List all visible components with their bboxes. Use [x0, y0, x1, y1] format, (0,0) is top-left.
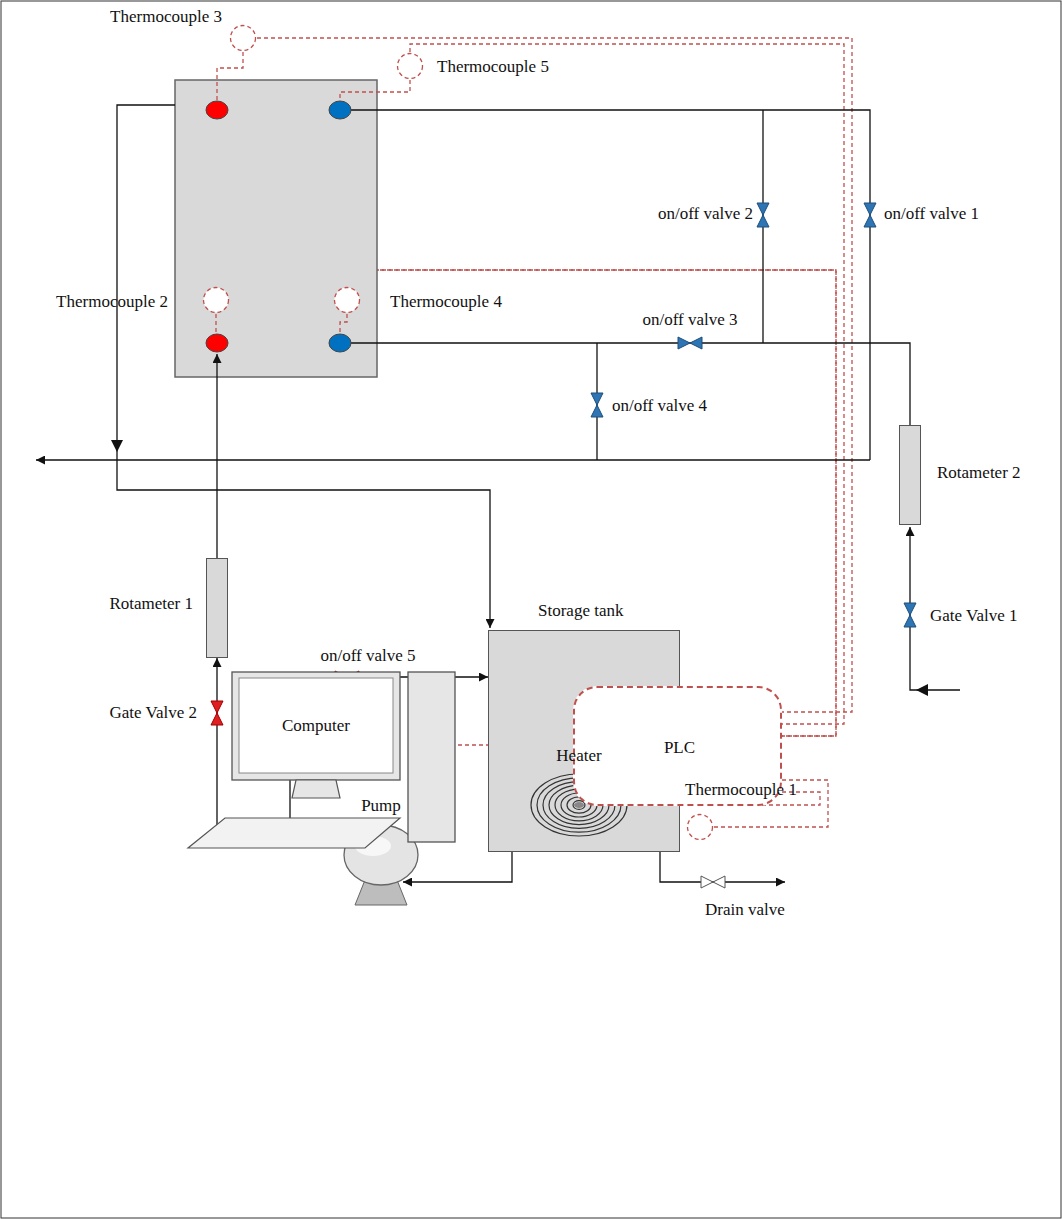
thermocouple: Thermocouple 3 — [229, 24, 257, 52]
node-label: PLC — [575, 688, 784, 808]
part-name: Storage tank — [538, 601, 623, 621]
pipe — [36, 459, 870, 460]
hot-port — [206, 101, 228, 119]
valves — [211, 203, 916, 888]
computer-outline — [230, 668, 458, 853]
valve-symbol — [757, 203, 769, 227]
computer: Computer — [230, 668, 458, 853]
cold-port — [329, 101, 351, 119]
pipe — [216, 354, 217, 558]
flow-arrow — [111, 440, 123, 452]
valve-label: Drain valve — [705, 900, 785, 920]
valve-symbol — [211, 701, 223, 725]
signal-wire — [410, 44, 844, 724]
part-name: Thermocouple 1 — [685, 780, 797, 800]
valve-label: on/off valve 1 — [884, 204, 979, 224]
thermocouple-circle — [688, 815, 713, 840]
valve-symbol — [701, 876, 725, 888]
plc-box: PLC — [573, 686, 782, 806]
thermocouple-outline — [229, 24, 257, 52]
monitor-stand — [292, 780, 340, 798]
part-name: Rotameter 2 — [937, 463, 1021, 483]
pipe-connector — [403, 852, 512, 882]
thermocouple-circle — [204, 288, 229, 313]
part-name: Thermocouple 3 — [110, 7, 222, 27]
thermocouple: Thermocouple 5 — [396, 52, 424, 80]
rotameter: Rotameter 2 — [899, 425, 921, 525]
pipe — [117, 105, 490, 628]
part-name: Heater — [556, 746, 601, 766]
node-label: Computer — [232, 672, 400, 780]
thermocouple: Thermocouple 2 — [202, 286, 230, 314]
thermocouple-circle — [231, 26, 256, 51]
thermocouple: Thermocouple 1 — [686, 813, 714, 841]
part-name: Rotameter 1 — [109, 594, 193, 614]
sensor-lead — [217, 52, 243, 101]
part-name: Thermocouple 5 — [437, 57, 549, 77]
hot-port — [206, 334, 228, 352]
valve-symbol — [904, 603, 916, 627]
monitor — [232, 672, 400, 780]
cold-port — [329, 334, 351, 352]
valve-label: on/off valve 2 — [658, 204, 753, 224]
sensor-lead — [340, 314, 347, 334]
valve-label: on/off valve 5 — [320, 646, 415, 666]
valve-symbol — [591, 393, 603, 417]
sensor-leads — [216, 52, 410, 334]
coil-core — [574, 802, 584, 808]
part-name: Thermocouple 4 — [390, 292, 502, 312]
computer-tower — [408, 672, 455, 842]
pipe — [351, 110, 870, 460]
thermocouple-circle — [398, 54, 423, 79]
heat-exchanger — [175, 80, 377, 377]
pipe — [351, 343, 910, 425]
flow-arrow — [916, 684, 928, 696]
sensor-lead — [215, 314, 216, 334]
valve-label: Gate Valve 2 — [110, 703, 198, 723]
sensor-lead — [340, 80, 410, 101]
rotameter: Rotameter 1 — [206, 558, 228, 658]
thermocouple-outline — [202, 286, 230, 314]
thermocouple-outline — [333, 286, 361, 314]
ports — [206, 101, 351, 352]
valve-label: Gate Valve 1 — [930, 606, 1018, 626]
valve-label: on/off valve 4 — [612, 396, 707, 416]
valve-symbol — [864, 203, 876, 227]
thermocouple-outline — [686, 813, 714, 841]
valve-symbol — [678, 337, 702, 349]
valve-label: on/off valve 3 — [642, 310, 737, 330]
thermocouple-outline — [396, 52, 424, 80]
pipes — [36, 105, 960, 882]
keyboard — [188, 818, 400, 848]
part-name: Pump — [361, 796, 401, 816]
thermocouple: Thermocouple 4 — [333, 286, 361, 314]
part-name: Thermocouple 2 — [56, 292, 168, 312]
thermocouple-circle — [335, 288, 360, 313]
